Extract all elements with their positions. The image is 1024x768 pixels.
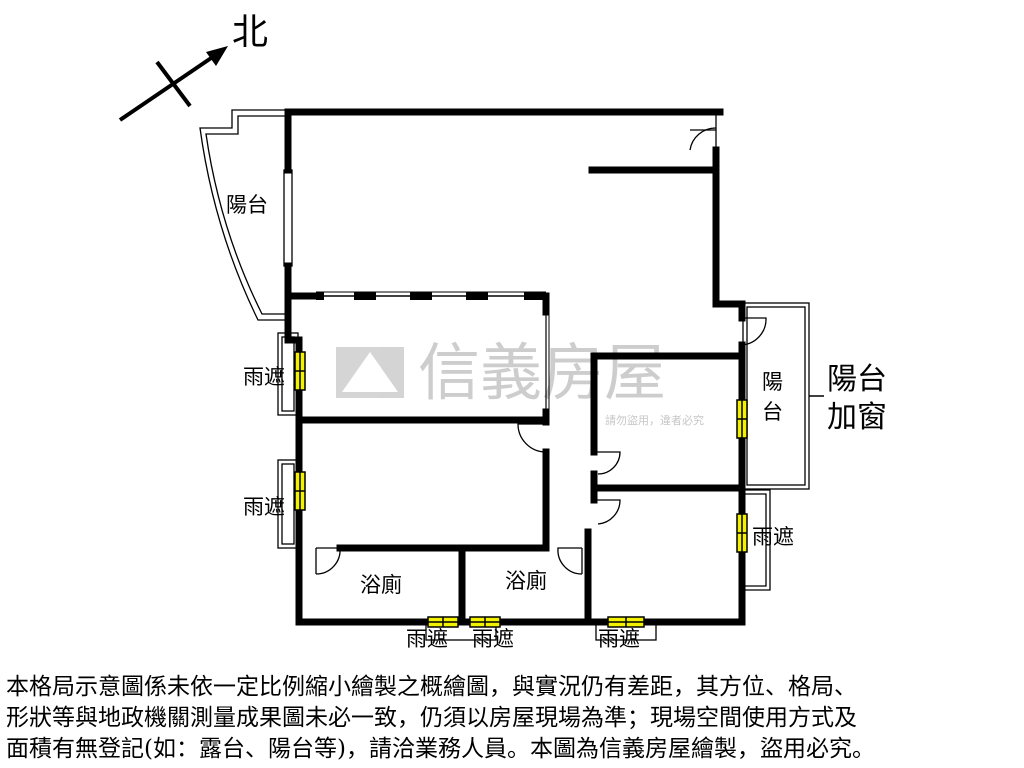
label-canopy-east: 雨遮 bbox=[752, 525, 794, 549]
room-labels: 陽台 陽 台 陽台 加窗 浴廁 浴廁 bbox=[226, 193, 887, 597]
disclaimer-line-1: 本格局示意圖係未依一定比例縮小繪製之概繪圖，與實況仍有差距，其方位、格局、 bbox=[6, 674, 857, 700]
disclaimer-line-3: 面積有無登記(如：露台、陽台等)，請洽業務人員。本圖為信義房屋繪製，盜用必究。 bbox=[6, 736, 875, 762]
label-balcony-west: 陽台 bbox=[226, 193, 268, 217]
floor-plan: 信義房屋 請勿盜用，違者必究 北 bbox=[118, 12, 887, 651]
north-window-strip bbox=[316, 291, 550, 412]
canopy-labels: 雨遮 雨遮 雨遮 雨遮 雨遮 雨遮 bbox=[243, 365, 794, 651]
door-swings bbox=[315, 112, 767, 575]
label-balcony-east-2: 台 bbox=[762, 400, 783, 424]
disclaimer: 本格局示意圖係未依一定比例縮小繪製之概繪圖，與實況仍有差距，其方位、格局、 形狀… bbox=[6, 672, 1020, 765]
label-balcony-east-1: 陽 bbox=[762, 370, 783, 394]
disclaimer-line-2: 形狀等與地政機關測量成果圖未必一致，仍須以房屋現場為準；現場空間使用方式及 bbox=[6, 705, 857, 731]
watermark-brand: 信義房屋 bbox=[418, 336, 666, 409]
label-balcony-window-1: 陽台 bbox=[827, 362, 887, 397]
walls bbox=[284, 108, 746, 626]
label-canopy-south-3: 雨遮 bbox=[598, 627, 640, 651]
label-canopy-south-1: 雨遮 bbox=[406, 627, 448, 651]
label-bathroom-1: 浴廁 bbox=[360, 573, 402, 597]
watermark-notice: 請勿盜用，違者必究 bbox=[605, 413, 704, 427]
compass: 北 bbox=[118, 12, 268, 122]
label-canopy-west-upper: 雨遮 bbox=[243, 365, 285, 389]
watermark: 信義房屋 請勿盜用，違者必究 bbox=[336, 336, 704, 427]
label-canopy-south-2: 雨遮 bbox=[472, 627, 514, 651]
canopy-windows bbox=[294, 351, 748, 628]
label-canopy-west-lower: 雨遮 bbox=[243, 495, 285, 519]
watermark-logo-icon bbox=[336, 347, 404, 398]
label-balcony-window-2: 加窗 bbox=[827, 400, 887, 435]
label-bathroom-2: 浴廁 bbox=[505, 569, 547, 593]
north-label: 北 bbox=[232, 12, 268, 53]
